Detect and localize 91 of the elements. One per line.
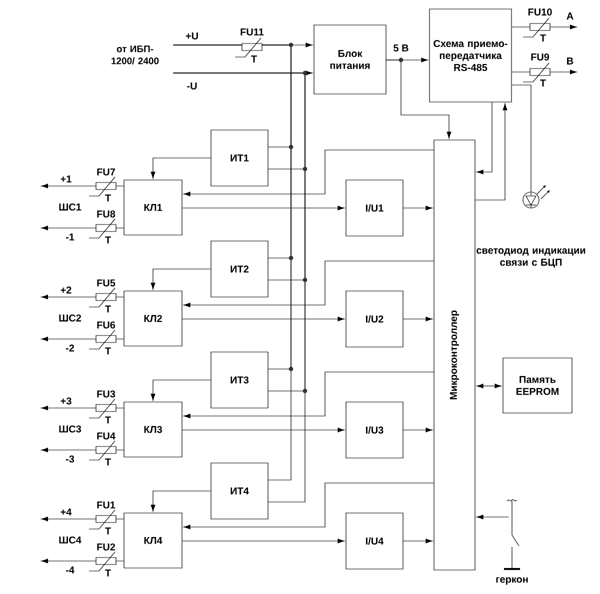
part-label: FU6 <box>97 321 116 329</box>
connector <box>41 558 124 564</box>
part-label: T <box>105 528 111 534</box>
process-box: КЛ1 <box>124 180 182 236</box>
process-box: КЛ4 <box>124 512 182 568</box>
connector <box>41 448 124 452</box>
process-box: ИТ3 <box>210 352 268 408</box>
process-box: Блок питания <box>314 24 386 94</box>
edge-label: +3 <box>59 396 73 406</box>
connector <box>150 158 211 179</box>
part-label: ШС2 <box>59 314 82 322</box>
edge-label: 5 В <box>392 44 410 52</box>
part-label: ШС4 <box>59 536 82 544</box>
edge-label: -4 <box>64 566 76 574</box>
process-box: I/U3 <box>346 402 404 458</box>
connector <box>512 84 532 192</box>
connector <box>173 72 306 502</box>
edge-label: +2 <box>59 286 73 294</box>
connector <box>41 226 124 230</box>
part-label: FU11 <box>240 28 264 36</box>
edge-label: -3 <box>64 454 76 464</box>
part-label: FU9 <box>531 53 550 61</box>
edge-label: -U <box>186 82 198 90</box>
edge-label: +4 <box>59 508 73 516</box>
part-label: T <box>105 306 111 312</box>
part-label: T <box>105 236 111 244</box>
connector <box>173 44 292 480</box>
part-label: T <box>540 80 546 86</box>
connector <box>183 150 434 196</box>
connector <box>183 260 434 308</box>
process-box: КЛ2 <box>124 290 182 346</box>
connector <box>476 514 509 520</box>
connector <box>403 206 433 210</box>
edge-label: A <box>565 12 575 20</box>
part-label: T <box>540 34 546 42</box>
process-box: ИТ1 <box>210 130 268 186</box>
process-box: КЛ3 <box>124 402 182 458</box>
connector <box>512 24 577 30</box>
connector <box>512 70 577 74</box>
reed-switch-symbol <box>504 499 520 570</box>
process-box: I/U4 <box>346 512 404 570</box>
edge-label: B <box>565 56 575 66</box>
connector <box>150 268 211 290</box>
connector <box>183 482 434 530</box>
part-label: FU7 <box>97 168 116 176</box>
connector <box>41 184 124 188</box>
part-label: ШС1 <box>59 203 82 211</box>
connector <box>403 316 433 322</box>
connector <box>182 428 345 432</box>
part-label: T <box>105 458 111 466</box>
part-label: FU10 <box>528 8 552 16</box>
led-symbol <box>522 185 550 208</box>
part-label: T <box>105 570 111 576</box>
process-box: ИТ2 <box>210 240 268 298</box>
source-label: от ИБП-1200/ 2400 <box>112 46 159 64</box>
part-label: FU5 <box>97 280 116 286</box>
part-label: FU2 <box>97 543 116 551</box>
connector <box>182 206 345 210</box>
connector <box>41 294 124 300</box>
edge-label: -2 <box>64 344 76 352</box>
connector <box>475 103 508 200</box>
process-box: Микроконтроллер <box>434 140 476 570</box>
connector <box>403 538 433 544</box>
process-box: Схема приемо-передатчика RS-485 <box>429 8 512 102</box>
process-box: I/U2 <box>346 290 404 348</box>
part-label: FU1 <box>97 502 116 508</box>
connector <box>476 384 502 388</box>
edge-label: +U <box>184 32 200 40</box>
edge-label: -1 <box>64 232 76 242</box>
connector <box>183 372 434 418</box>
connector <box>182 316 345 322</box>
connector <box>150 380 211 401</box>
connector <box>41 406 124 410</box>
process-box: Память EEPROM <box>502 358 572 414</box>
connector <box>476 102 492 174</box>
process-box: ИТ4 <box>210 462 268 520</box>
part-label: ШС3 <box>59 425 82 433</box>
connector <box>41 336 124 342</box>
part-label: T <box>251 56 257 62</box>
connector <box>386 60 452 139</box>
connector <box>403 428 433 432</box>
edge-label: +1 <box>59 174 73 184</box>
part-label: T <box>105 416 111 424</box>
connector <box>182 538 345 544</box>
part-label: геркон <box>496 577 528 585</box>
process-box: I/U1 <box>346 180 404 236</box>
connector <box>150 490 211 512</box>
connector <box>41 516 124 522</box>
part-label: T <box>105 348 111 354</box>
part-label: FU3 <box>97 390 116 398</box>
part-label: T <box>105 194 111 202</box>
